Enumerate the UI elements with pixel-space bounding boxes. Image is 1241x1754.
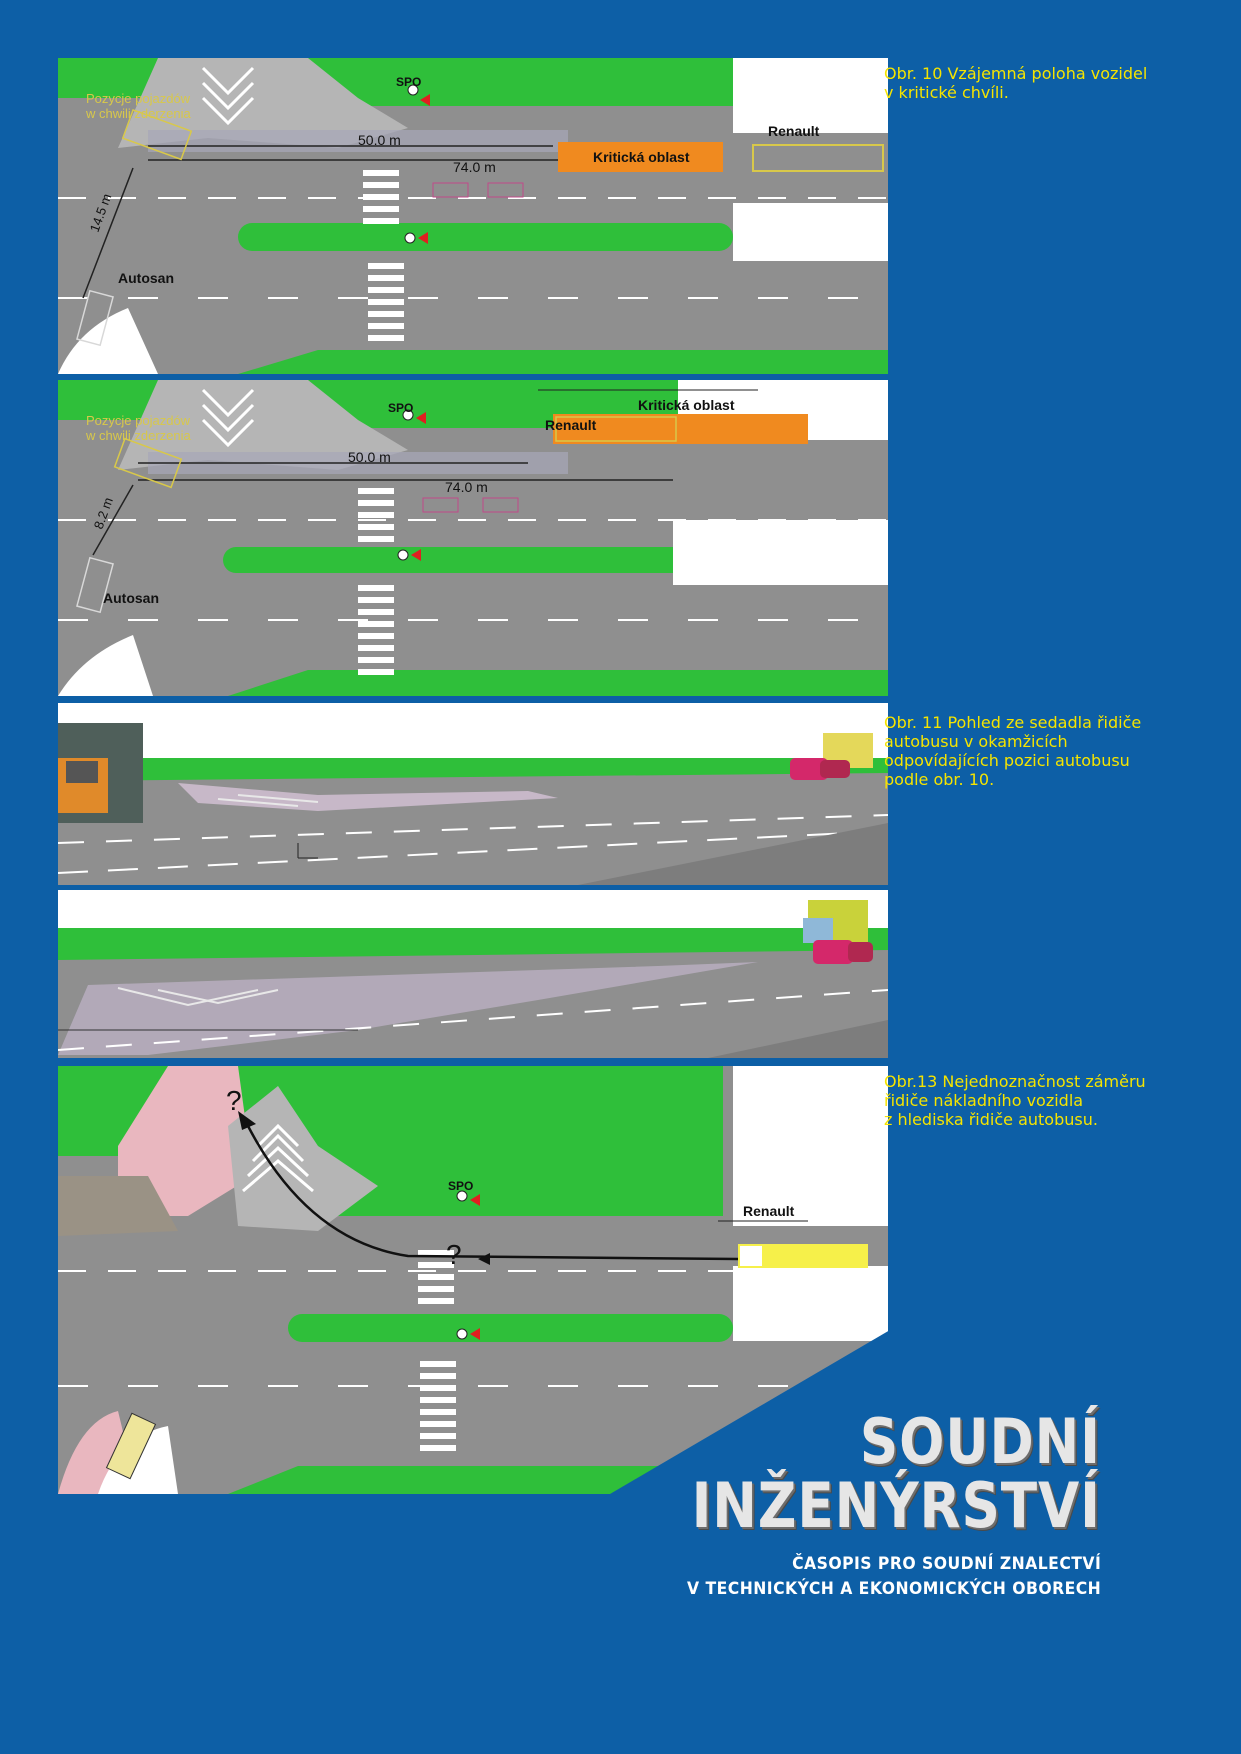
distance-50-label: 50.0 m [348,449,391,465]
signal-label: SPO [388,401,413,415]
position-label-line1: Pozycje pojazdów [86,413,191,428]
distance-50-label: 50.0 m [358,132,401,148]
caption-line: v kritické chvíli. [884,83,1009,102]
position-label-line2: w chwili zderzenia [85,106,192,121]
caption-line: z hlediska řidiče autobusu. [884,1110,1098,1129]
signal-label: SPO [448,1179,473,1193]
signal-label: SPO [396,75,421,89]
position-label-line1: Pozycje pojazdów [86,91,191,106]
critical-area-label: Kritická oblast [593,149,690,165]
caption-line: Obr. 11 Pohled ze sedadla řidiče [884,713,1142,732]
renault-label: Renault [743,1203,795,1219]
distance-74-label: 74.0 m [445,479,488,495]
figure-13-caption: Obr.13 Nejednoznačnost záměru řidiče nák… [884,1072,1224,1129]
cover-diagonal [600,1330,900,1500]
figure-10-caption: Obr. 10 Vzájemná poloha vozidel v kritic… [884,64,1224,102]
journal-subtitle: ČASOPIS PRO SOUDNÍ ZNALECTVÍ V TECHNICKÝ… [651,1552,1101,1602]
brand-subtitle-line1: ČASOPIS PRO SOUDNÍ ZNALECTVÍ [791,1554,1101,1574]
brand-subtitle-line2: V TECHNICKÝCH A EKONOMICKÝCH OBORECH [686,1579,1101,1599]
autosan-label: Autosan [103,590,159,606]
caption-line: podle obr. 10. [884,770,995,789]
journal-brand: SOUDNÍ INŽENÝRSTVÍ [625,1410,1101,1538]
figure-11-view-1 [58,703,888,885]
caption-line: odpovídajících pozici autobusu [884,751,1130,770]
figure-10b-diagram: Pozycje pojazdów w chwili zderzenia 50.0… [58,380,888,696]
question-mark-lower: ? [446,1239,462,1270]
distance-74-label: 74.0 m [453,159,496,175]
caption-line: autobusu v okamžicích [884,732,1068,751]
caption-line: Obr. 10 Vzájemná poloha vozidel [884,64,1148,83]
caption-line: řidiče nákladního vozidla [884,1091,1084,1110]
figure-11-view-2 [58,890,888,1058]
brand-title-line2: INŽENÝRSTVÍ [691,1469,1101,1542]
caption-line: Obr.13 Nejednoznačnost záměru [884,1072,1146,1091]
brand-title-line1: SOUDNÍ [860,1405,1101,1478]
critical-area-label: Kritická oblast [638,397,735,413]
figure-10a-diagram: Pozycje pojazdów w chwili zderzenia 50.0… [58,58,888,374]
renault-label: Renault [545,417,597,433]
autosan-label: Autosan [118,270,174,286]
position-label-line2: w chwili zderzenia [85,428,192,443]
figure-11-caption: Obr. 11 Pohled ze sedadla řidiče autobus… [884,713,1224,789]
question-mark-upper: ? [226,1085,242,1116]
renault-label: Renault [768,123,820,139]
